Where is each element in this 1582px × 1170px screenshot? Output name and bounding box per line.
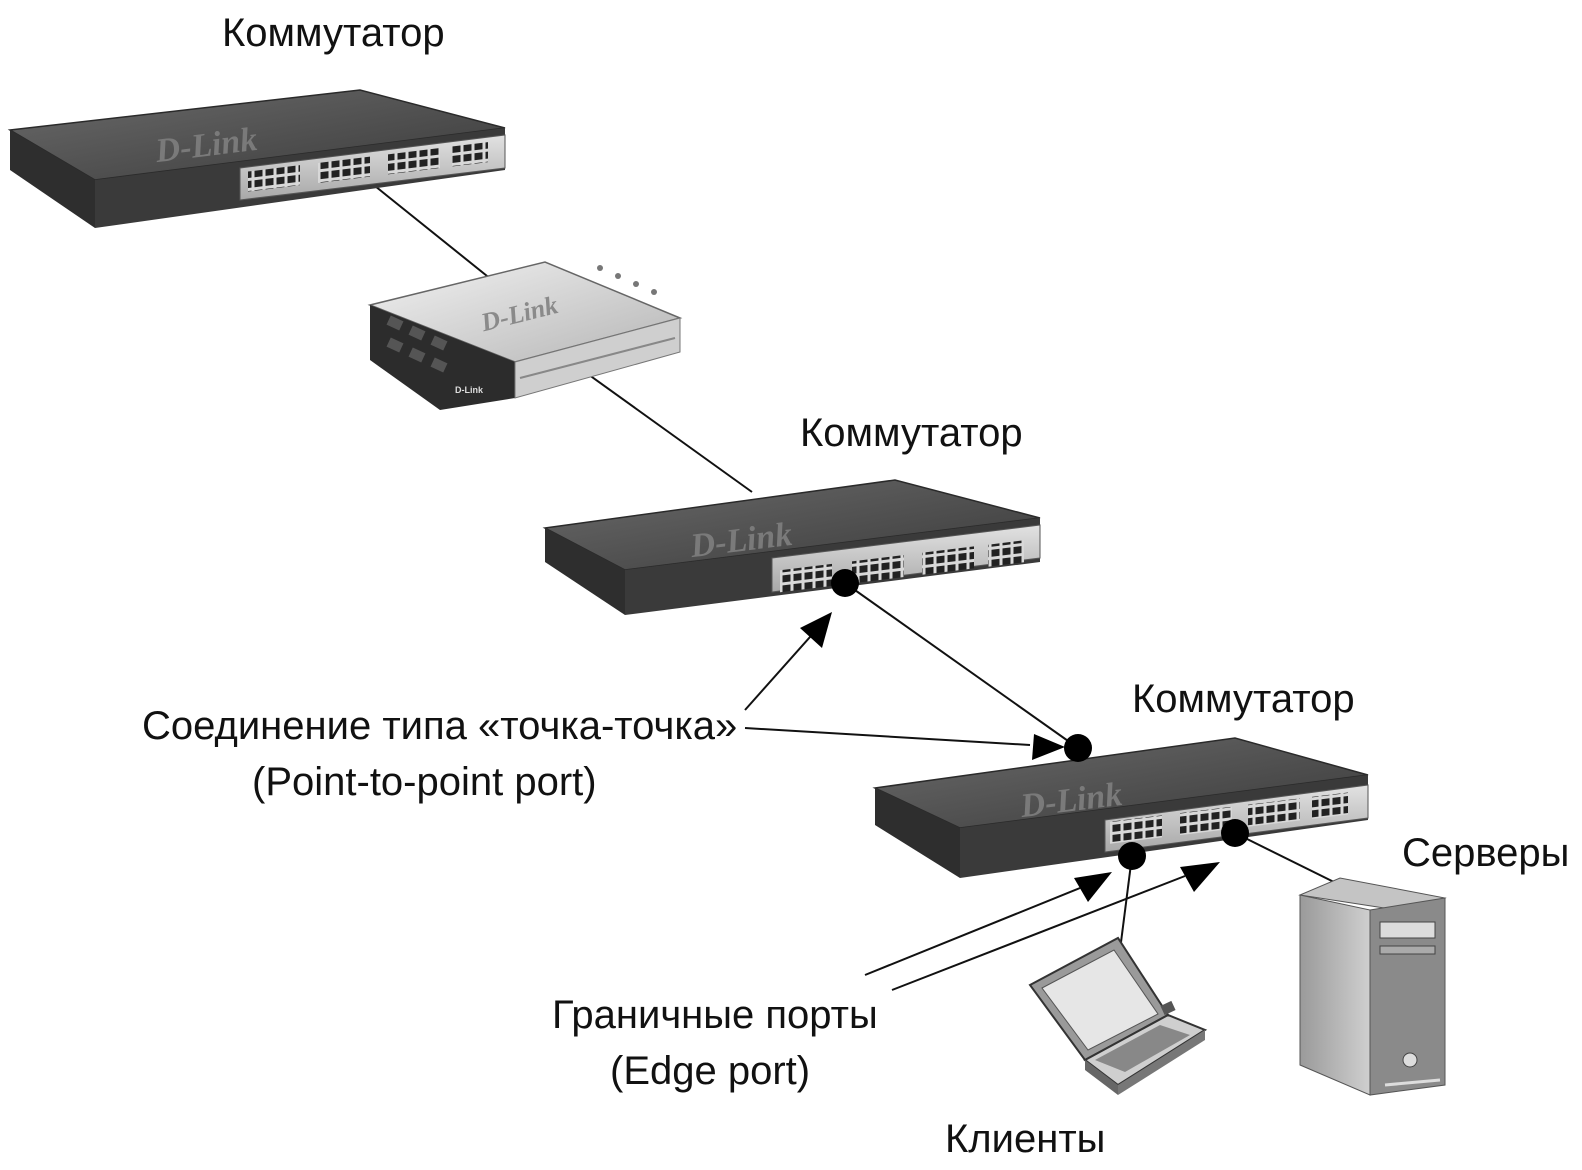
arrow-icon bbox=[800, 612, 832, 648]
link-hub-switch2 bbox=[584, 371, 753, 493]
edge-arrow-line-2 bbox=[891, 875, 1186, 991]
p2p-label-line1: Соединение типа «точка-точка» bbox=[142, 704, 737, 748]
laptop-icon bbox=[1028, 936, 1208, 1095]
switch-top-icon: D-Link bbox=[7, 89, 506, 228]
switch-bottom-label: Коммутатор bbox=[1132, 677, 1355, 721]
hub-small-logo: D-Link bbox=[455, 385, 484, 395]
link-switch3-laptop bbox=[1119, 855, 1133, 951]
arrow-icon bbox=[1180, 862, 1220, 892]
port-markers bbox=[831, 569, 1249, 870]
servers-label: Серверы bbox=[1402, 831, 1569, 875]
hub-icon: D-Link D-Link bbox=[367, 261, 683, 410]
link-switch2-switch3 bbox=[844, 582, 1079, 749]
connection-lines bbox=[364, 177, 1341, 951]
edge-label-line1: Граничные порты bbox=[552, 993, 878, 1037]
arrow-icon bbox=[1074, 872, 1112, 902]
switch-middle-icon: D-Link bbox=[542, 479, 1041, 615]
p2p-arrow-line-up bbox=[744, 627, 819, 711]
port-marker-icon bbox=[1064, 734, 1092, 762]
link-switch3-server bbox=[1234, 832, 1341, 886]
switch-bottom-icon: D-Link bbox=[872, 737, 1369, 878]
port-marker-icon bbox=[831, 569, 859, 597]
port-marker-icon bbox=[1221, 819, 1249, 847]
arrow-icon bbox=[1032, 734, 1065, 760]
port-marker-icon bbox=[1118, 842, 1146, 870]
server-icon bbox=[1298, 877, 1447, 1096]
clients-label: Клиенты bbox=[945, 1117, 1105, 1161]
edge-arrows bbox=[864, 862, 1220, 991]
edge-label-line2: (Edge port) bbox=[610, 1049, 810, 1093]
p2p-label-line2: (Point-to-point port) bbox=[252, 760, 597, 804]
link-switch1-hub bbox=[364, 177, 493, 281]
p2p-arrow-line-right bbox=[744, 727, 1031, 746]
switch-middle-label: Коммутатор bbox=[800, 411, 1023, 455]
switch-top-label: Коммутатор bbox=[222, 11, 445, 55]
edge-arrow-line-1 bbox=[864, 887, 1081, 976]
p2p-arrows bbox=[744, 612, 1065, 760]
